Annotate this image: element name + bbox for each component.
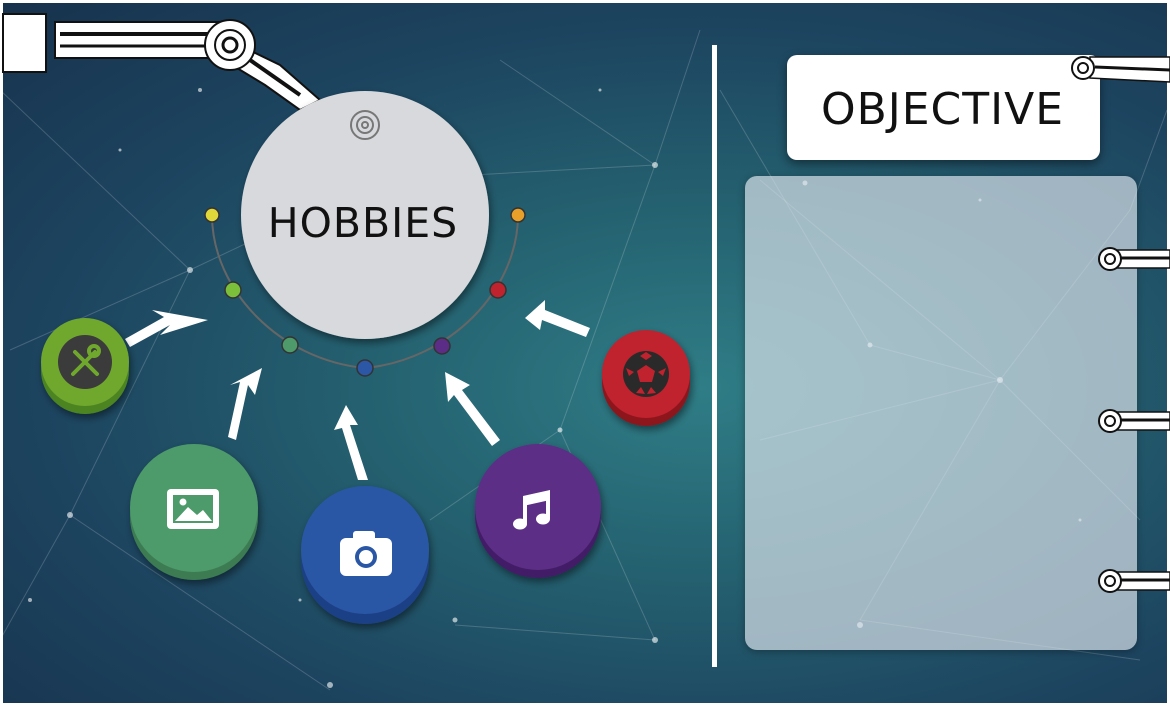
tools-hobby-button[interactable] (41, 318, 129, 414)
music-hobby-button[interactable] (475, 444, 601, 578)
connector-dot (510, 207, 526, 223)
wrench-screwdriver-icon (71, 344, 101, 376)
camera-icon (340, 531, 392, 576)
objective-content-panel[interactable] (745, 176, 1137, 650)
connector-dot (281, 336, 299, 354)
arrow (125, 310, 208, 347)
hobbies-hub-circle (241, 91, 489, 339)
connector-dot (433, 337, 451, 355)
arrow (228, 368, 262, 440)
camera-hobby-button[interactable] (301, 486, 429, 624)
arrow (334, 405, 368, 480)
soccer-hobby-button[interactable] (602, 330, 690, 426)
clip-hinge-icon (1098, 409, 1170, 433)
clip-hinge-icon (1098, 247, 1170, 271)
objective-title-card (787, 55, 1100, 160)
connector-dot (489, 281, 507, 299)
arrow (525, 300, 590, 337)
clip-hinge-icon (1071, 56, 1170, 83)
music-note-icon (513, 490, 550, 530)
clip-hinge-icon (1098, 569, 1170, 593)
connector-dot (356, 359, 374, 377)
divider-line (712, 45, 717, 667)
photography-hobby-button[interactable] (130, 444, 258, 580)
arrow (445, 372, 500, 446)
connector-dot (224, 281, 242, 299)
hobbies-title: HOBBIES (267, 199, 459, 247)
picture-icon (167, 489, 219, 529)
soccer-ball-icon (623, 351, 669, 397)
hub-connector-icon (350, 110, 380, 140)
objective-title: OBJECTIVE (820, 83, 1065, 135)
connector-dot (204, 207, 220, 223)
